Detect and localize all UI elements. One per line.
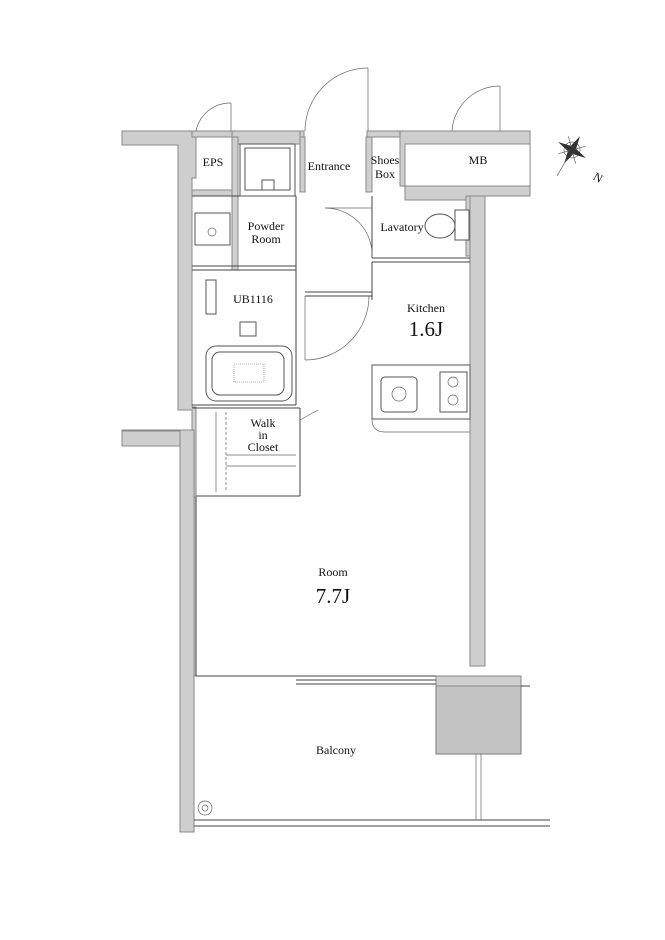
- label-shoes-box-2: Box: [375, 167, 395, 181]
- label-kitchen-size: 1.6J: [409, 317, 443, 341]
- label-powder-room-2: Room: [251, 232, 281, 246]
- fixtures: [194, 143, 471, 816]
- label-room-size: 7.7J: [316, 584, 350, 608]
- label-wic-2: in: [258, 428, 267, 442]
- label-wic-1: Walk: [250, 416, 275, 430]
- label-lavatory: Lavatory: [380, 220, 423, 234]
- label-kitchen: Kitchen: [407, 301, 445, 315]
- label-shoes-box-1: Shoes: [371, 153, 400, 167]
- label-room: Room: [318, 565, 348, 579]
- walls: [121, 130, 531, 833]
- label-powder-room-1: Powder: [248, 219, 285, 233]
- label-unit-bath: UB1116: [233, 292, 273, 306]
- doors: [195, 67, 501, 421]
- label-wic-3: Closet: [248, 440, 279, 454]
- label-mb: MB: [469, 153, 488, 167]
- label-eps: EPS: [203, 155, 224, 169]
- compass-rose-icon: [556, 136, 586, 177]
- label-entrance: Entrance: [308, 159, 351, 173]
- partitions: [192, 195, 550, 827]
- label-balcony: Balcony: [316, 743, 356, 757]
- room-labels: EPS Entrance Shoes Box MB Powder Room La…: [203, 153, 606, 757]
- compass-north-label: N: [591, 169, 606, 186]
